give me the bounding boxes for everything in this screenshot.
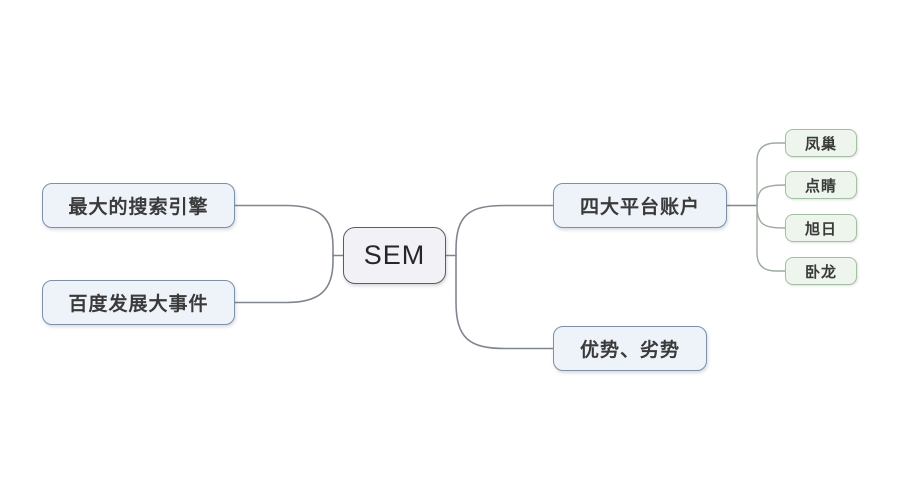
connector-right-top — [455, 204, 554, 257]
child-node-wolong[interactable]: 卧龙 — [785, 257, 857, 285]
child-node-xuri[interactable]: 旭日 — [785, 214, 857, 242]
child-node-label: 旭日 — [804, 220, 837, 238]
branch-node-label: 百度发展大事件 — [68, 294, 209, 315]
branch-node-four-platform-accounts[interactable]: 四大平台账户 — [553, 183, 727, 228]
branch-node-label: 最大的搜索引擎 — [68, 197, 209, 218]
connector-left-top — [234, 204, 334, 256]
child-node-fengchao[interactable]: 凤巢 — [785, 129, 857, 157]
root-node-label: SEM — [363, 240, 426, 270]
connector-right-bottom — [455, 254, 554, 350]
connector-child-wolong — [756, 204, 786, 272]
connector-child-fengchao — [756, 142, 786, 207]
child-node-label: 凤巢 — [804, 135, 837, 153]
connector-child-dianjing — [756, 184, 786, 207]
connector-left-bottom — [234, 254, 334, 304]
child-node-dianjing[interactable]: 点睛 — [785, 171, 857, 199]
child-node-label: 卧龙 — [804, 263, 837, 281]
branch-node-label: 四大平台账户 — [579, 197, 700, 218]
child-node-label: 点睛 — [804, 177, 837, 195]
connector-child-xuri — [756, 204, 786, 229]
root-node-sem[interactable]: SEM — [343, 227, 446, 284]
branch-node-label: 优势、劣势 — [579, 340, 680, 361]
branch-node-biggest-search-engine[interactable]: 最大的搜索引擎 — [42, 183, 235, 228]
branch-node-advantages-disadvantages[interactable]: 优势、劣势 — [553, 326, 707, 371]
branch-node-baidu-development-events[interactable]: 百度发展大事件 — [42, 280, 235, 325]
